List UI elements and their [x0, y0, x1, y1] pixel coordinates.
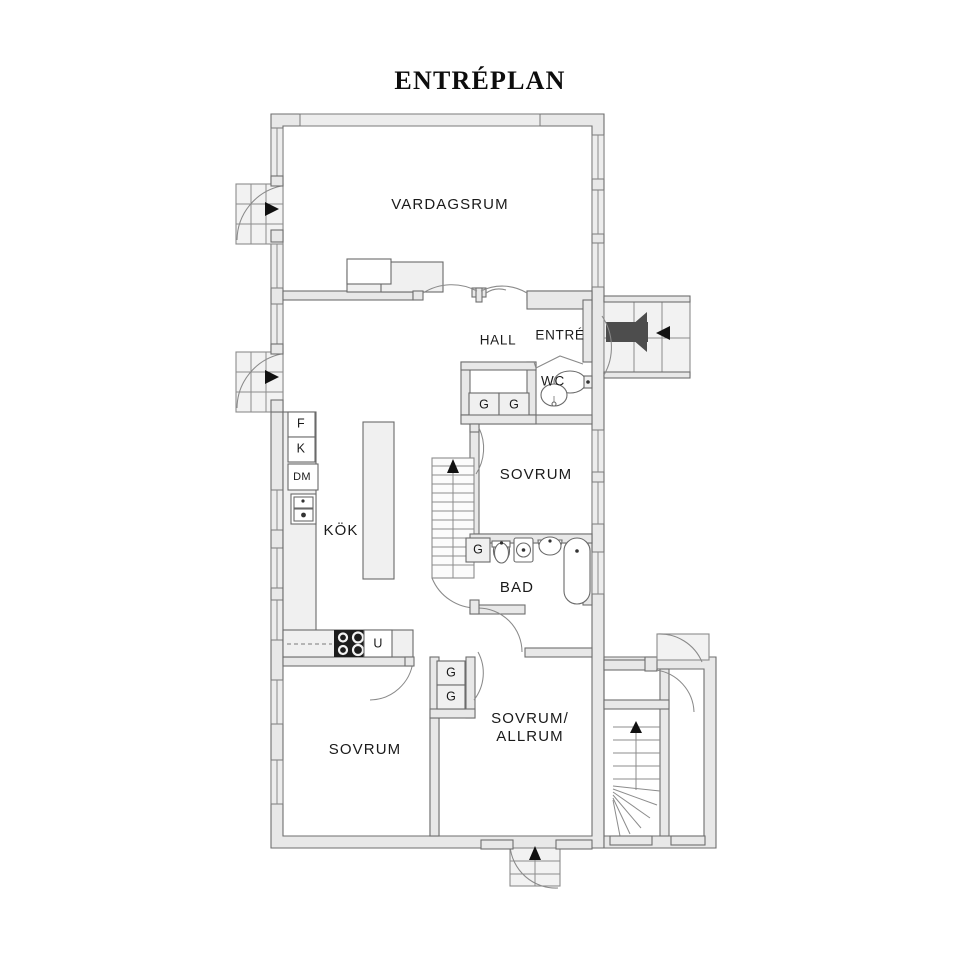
wc-room: [533, 355, 593, 407]
room-label-hall: HALL: [480, 333, 517, 348]
closet-label-allrum-1: G: [446, 665, 456, 679]
stair-winder: [603, 633, 710, 846]
appliance-labels: F K DM U: [293, 416, 382, 650]
windows-east: [591, 134, 605, 595]
entry-porch[interactable]: [601, 295, 691, 379]
terrace-door-north[interactable]: [235, 175, 284, 245]
interior-stair-up-arrow: [447, 459, 459, 473]
room-label-vardagsrum: VARDAGSRUM: [391, 196, 508, 213]
closet-label-allrum-2: G: [446, 689, 456, 703]
fireplace: [346, 258, 444, 293]
closet-label-hall-2: G: [509, 397, 519, 411]
main-entry-arrow: [606, 312, 648, 352]
room-label-bad: BAD: [500, 579, 534, 596]
room-label-sovrum-left: SOVRUM: [329, 741, 401, 758]
porch-arrow: [656, 326, 670, 340]
terrace-north-arrow: [265, 202, 279, 216]
sovrum-mid-door[interactable]: [469, 423, 485, 475]
windows-north: [299, 113, 541, 127]
room-label-kok: KÖK: [324, 521, 359, 539]
room-label-sovrum-allrum-line1: SOVRUM/: [491, 710, 569, 727]
stair-interior: [431, 457, 479, 609]
winder-up-arrow: [630, 721, 642, 733]
room-label-entre: ENTRÉ: [535, 328, 584, 343]
closet-label-bad: G: [473, 542, 483, 556]
allrum-closets: [436, 651, 484, 710]
closet-labels: G G G G G: [446, 397, 519, 703]
appliance-label-dishwasher: DM: [293, 471, 311, 483]
bad-room: [465, 533, 593, 653]
windows-west: [270, 127, 284, 805]
exterior-walls: [270, 113, 717, 849]
room-label-sovrum-allrum-line2: ALLRUM: [496, 728, 563, 745]
appliance-label-freezer: F: [297, 416, 305, 430]
room-label-sovrum-mid: SOVRUM: [500, 466, 572, 483]
kitchen: [282, 411, 415, 701]
appliance-label-fridge: K: [297, 441, 306, 455]
terrace-door-south[interactable]: [235, 343, 284, 413]
room-labels: VARDAGSRUM HALL ENTRÉ WC KÖK SOVRUM BAD …: [324, 196, 584, 758]
back-entrance[interactable]: [480, 839, 593, 889]
closet-label-hall-1: G: [479, 397, 489, 411]
room-label-wc: WC: [541, 374, 565, 389]
appliance-label-oven: U: [373, 636, 382, 650]
double-door-living-hall[interactable]: [412, 284, 528, 303]
hall-closets: [460, 392, 537, 425]
page-title: ENTRÉPLAN: [394, 66, 566, 95]
terrace-south-arrow: [265, 370, 279, 384]
back-entry-arrow: [529, 846, 541, 860]
